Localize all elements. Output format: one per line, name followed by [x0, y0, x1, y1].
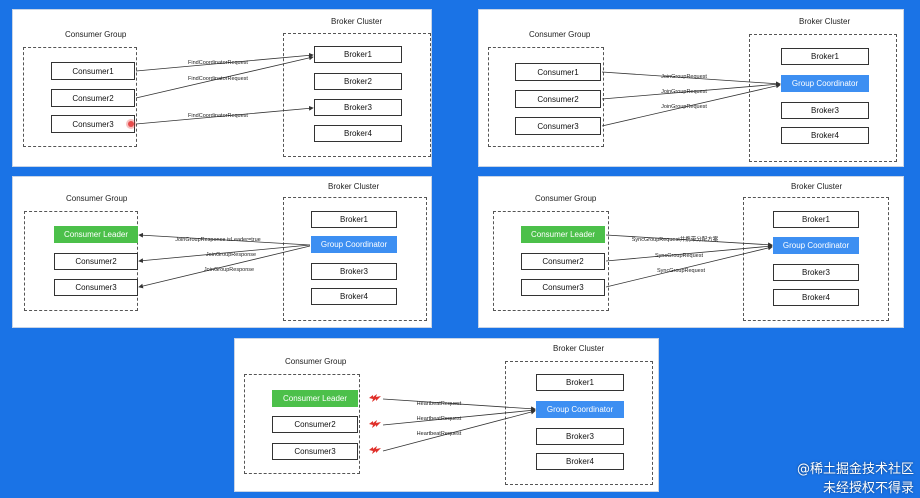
arrow-label-1: JoinGroupResponse isLeader=true	[175, 237, 261, 243]
broker-1: Broker1	[773, 211, 859, 228]
consumer-group-title: Consumer Group	[66, 194, 128, 203]
broker-3: Broker3	[314, 99, 402, 116]
consumer-group-title: Consumer Group	[285, 357, 347, 366]
broker-cluster-title: Broker Cluster	[791, 182, 843, 191]
arrow-label-1: HeartbeatRequest	[416, 401, 462, 407]
consumer-3: Consumer3	[515, 117, 601, 135]
panel-sync-group-request: Consumer Group Consumer Leader Consumer2…	[478, 176, 904, 328]
broker-2: Broker2	[314, 73, 402, 90]
arrow-label-3: JoinGroupRequest	[661, 104, 707, 110]
broker-cluster-title: Broker Cluster	[799, 17, 851, 26]
consumer-leader: Consumer Leader	[272, 390, 358, 407]
broker-cluster-title: Broker Cluster	[328, 182, 380, 191]
broker-cluster-title: Broker Cluster	[553, 344, 605, 353]
consumer-leader: Consumer Leader	[521, 226, 605, 243]
panel-heartbeat-request: Consumer Group Consumer Leader Consumer2…	[234, 338, 659, 492]
broker-1: Broker1	[311, 211, 397, 228]
consumer-1: Consumer1	[51, 62, 135, 80]
consumer-1: Consumer1	[515, 63, 601, 81]
cursor-dot-icon	[128, 121, 134, 127]
broker-4: Broker4	[536, 453, 624, 470]
arrow-label-2: SyncGroupRequest	[655, 253, 703, 259]
arrow-label-3: FindCoordinatorRequest	[188, 113, 248, 119]
broker-3: Broker3	[781, 102, 869, 119]
arrow-label-3: JoinGroupResponse	[203, 267, 255, 273]
group-coordinator: Group Coordinator	[536, 401, 624, 418]
broker-3: Broker3	[311, 263, 397, 280]
watermark-line-1: @稀土掘金技术社区	[796, 462, 914, 477]
broker-4: Broker4	[311, 288, 397, 305]
panel-join-group-response: Consumer Group Consumer Leader Consumer2…	[12, 176, 432, 328]
consumer-3: Consumer3	[272, 443, 358, 460]
broker-4: Broker4	[773, 289, 859, 306]
arrow-label-2: JoinGroupRequest	[661, 89, 707, 95]
broker-4: Broker4	[781, 127, 869, 144]
arrow-label-1: JoinGroupRequest	[661, 74, 707, 80]
panel-join-group-request: Consumer Group Consumer1 Consumer2 Consu…	[478, 9, 904, 167]
broker-1: Broker1	[314, 46, 402, 63]
consumer-2: Consumer2	[272, 416, 358, 433]
arrow-label-3: HeartbeatRequest	[416, 431, 462, 437]
consumer-2: Consumer2	[521, 253, 605, 270]
watermark-line-2: 未经授权不得录	[822, 481, 914, 496]
arrow-label-1: FindCoordinatorRequest	[188, 60, 248, 66]
broker-1: Broker1	[536, 374, 624, 391]
broker-4: Broker4	[314, 125, 402, 142]
broker-cluster-title: Broker Cluster	[331, 17, 383, 26]
consumer-2: Consumer2	[515, 90, 601, 108]
heartbeat-bolt-icon	[369, 394, 381, 402]
consumer-group-title: Consumer Group	[535, 194, 597, 203]
heartbeat-bolt-icon	[369, 420, 381, 428]
consumer-3: Consumer3	[54, 279, 138, 296]
broker-3: Broker3	[773, 264, 859, 281]
heartbeat-bolt-icon	[369, 446, 381, 454]
arrow-label-2: JoinGroupResponse	[205, 252, 257, 258]
panel-find-coordinator: Consumer Group Consumer1 Consumer2 Consu…	[12, 9, 432, 167]
consumer-group-title: Consumer Group	[529, 30, 591, 39]
consumer-2: Consumer2	[54, 253, 138, 270]
group-coordinator: Group Coordinator	[773, 237, 859, 254]
consumer-2: Consumer2	[51, 89, 135, 107]
group-coordinator: Group Coordinator	[311, 236, 397, 253]
consumer-leader: Consumer Leader	[54, 226, 138, 243]
consumer-group-title: Consumer Group	[65, 30, 127, 39]
consumer-3: Consumer3	[51, 115, 135, 133]
arrow-label-3: SyncGroupRequest	[657, 268, 705, 274]
arrow-label-2: FindCoordinatorRequest	[188, 76, 248, 82]
broker-3: Broker3	[536, 428, 624, 445]
arrow-label-1: SyncGroupRequest并携带分配方案	[631, 237, 719, 243]
consumer-3: Consumer3	[521, 279, 605, 296]
group-coordinator: Group Coordinator	[781, 75, 869, 92]
consumer-group-box	[244, 374, 360, 474]
broker-1: Broker1	[781, 48, 869, 65]
arrow-label-2: HeartbeatRequest	[416, 416, 462, 422]
